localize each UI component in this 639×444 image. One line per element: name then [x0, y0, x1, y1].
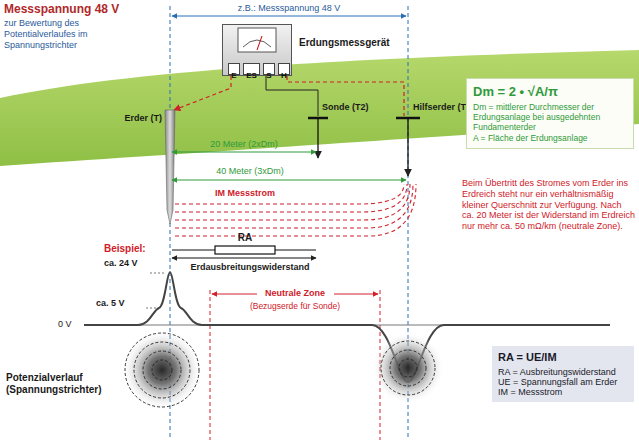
- resistor-symbol: [215, 246, 275, 254]
- dimension-line: [172, 180, 406, 181]
- probe-rod: [317, 118, 318, 158]
- node-text: S: [266, 71, 271, 81]
- measuring-wire: [174, 76, 231, 110]
- dial-scale: [243, 40, 271, 47]
- label-text: Potenzialverlauf (Spannungstrichter): [6, 372, 114, 396]
- node-text: H: [281, 71, 287, 81]
- label-text: Erder (T): [106, 113, 162, 124]
- dimension-line: [172, 258, 316, 259]
- label-text: Erdausbreitungswiderstand: [180, 262, 320, 273]
- measuring-wire: [287, 76, 404, 116]
- resistor-lead: [275, 250, 316, 251]
- dimension-line: [172, 152, 316, 153]
- earth-electrode: [165, 110, 175, 224]
- label-text: (Bezugserde für Sonde): [235, 301, 355, 311]
- zone-arrow: [212, 294, 257, 295]
- node-text: IM = Messstrom: [498, 387, 628, 397]
- node-text: ES: [246, 71, 257, 81]
- formula-box: RA = UE/IM RA = AusbreitungswiderstandUE …: [492, 346, 634, 402]
- meter-body: [222, 24, 292, 76]
- heading: Messspannung 48 V: [4, 2, 164, 16]
- potential-funnel: [122, 330, 202, 410]
- terminal: E: [228, 63, 240, 75]
- potential-funnel: [372, 332, 444, 404]
- meter-box: ErdungsmessgerätEESSH: [222, 24, 292, 76]
- zone-boundary: [210, 290, 211, 440]
- formula-box: Dm = 2 • √A/π Dm = mittlerer Durchmesser …: [466, 78, 634, 149]
- node-text: Erdungsmessgerät: [299, 37, 390, 48]
- node-text: A = Fläche der Erdungsanlage: [473, 133, 627, 143]
- node-text: UE = Spannungsfall am Erder: [498, 377, 628, 387]
- label-text: ca. 5 V: [96, 298, 142, 309]
- node-text: RA = Ausbreitungswiderstand: [498, 367, 628, 377]
- node-text: E: [231, 71, 236, 81]
- equipotential-rings: [381, 341, 435, 395]
- label-text: zur Bewertung des Potentialverlaufes im …: [4, 18, 116, 50]
- terminal: S: [263, 63, 275, 75]
- level-tick: [146, 308, 158, 309]
- node-text: Dm = mittlerer Durchmesser der Erdungsan…: [473, 102, 627, 133]
- label-text: RA: [230, 232, 260, 244]
- label-text: Beim Übertritt des Stromes vom Erder ins…: [462, 178, 636, 232]
- label-text: 0 V: [58, 319, 82, 330]
- resistor-lead: [172, 250, 215, 251]
- label-text: z.B.: Messspannung 48 V: [229, 3, 349, 14]
- ground-area: [0, 50, 639, 166]
- label-text: ca. 24 V: [104, 258, 150, 269]
- label-text: 20 Meter (2xDm): [194, 139, 294, 150]
- node-text: RA = UE/IM: [498, 351, 628, 363]
- level-tick: [150, 273, 166, 274]
- dimension-line: [172, 16, 406, 17]
- terminal: H: [278, 63, 290, 75]
- meter-dial: [238, 28, 276, 52]
- equipotential-rings: [125, 333, 199, 407]
- label-text: IM Messstrom: [200, 188, 290, 199]
- zone-arrow: [334, 294, 378, 295]
- dial-needle: [257, 36, 262, 50]
- current-lines: [175, 184, 416, 236]
- label-text: Sonde (T2): [322, 102, 392, 113]
- node-text: Dm = 2 • √A/π: [473, 84, 627, 99]
- terminal: ES: [243, 63, 260, 75]
- label-text: Neutrale Zone: [250, 288, 340, 299]
- label-text: Beispiel:: [104, 243, 164, 255]
- label-text: 40 Meter (3xDm): [200, 166, 300, 177]
- auxiliary-rod: [407, 118, 408, 176]
